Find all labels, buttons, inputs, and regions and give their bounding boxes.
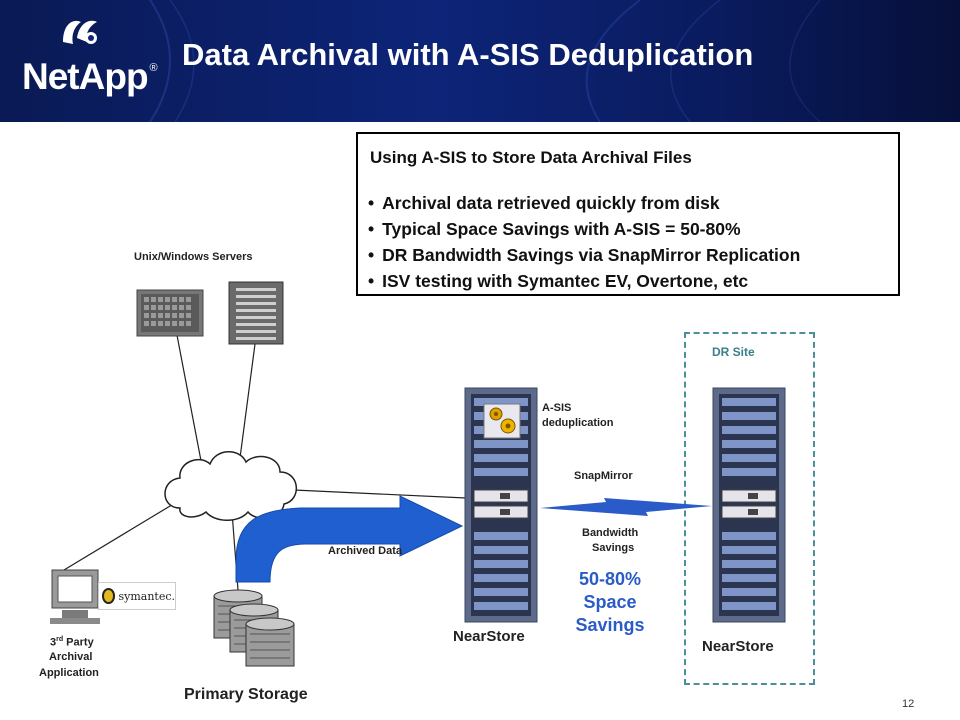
third-party-line1: 3rd Party: [50, 636, 94, 649]
archived-data-label: Archived Data: [328, 545, 402, 557]
page-number: 12: [902, 698, 915, 710]
list-item: •ISV testing with Symantec EV, Overtone,…: [368, 271, 749, 291]
server1-to-cloud-line: [175, 329, 203, 467]
snapmirror-lightning-icon: [540, 498, 712, 516]
bandwidth-label-line1: Bandwidth: [582, 527, 639, 539]
asis-label-line2: deduplication: [542, 417, 614, 429]
primary-storage-disks-icon: [213, 589, 295, 667]
gear-icon: [483, 403, 521, 439]
symantec-logo-mark-icon: [102, 588, 116, 604]
header-banner: NetApp® Data Archival with A-SIS Dedupli…: [0, 0, 960, 122]
dr-site-label: DR Site: [712, 345, 755, 359]
callout-heading: Using A-SIS to Store Data Archival Files: [370, 148, 692, 167]
savings-line3: Savings: [575, 615, 645, 635]
computer-monitor-icon: [50, 569, 100, 624]
dr-site-boundary: [684, 332, 815, 685]
nearstore-dr-label: NearStore: [702, 638, 774, 655]
callout-box: Using A-SIS to Store Data Archival Files…: [356, 132, 900, 296]
list-item: •Archival data retrieved quickly from di…: [368, 193, 720, 213]
callout-bullet-list: •Archival data retrieved quickly from di…: [368, 190, 888, 294]
netapp-logo: NetApp®: [22, 56, 158, 97]
primary-storage-label: Primary Storage: [184, 686, 308, 703]
savings-line2: Space: [583, 592, 637, 612]
third-party-line2: Archival: [49, 651, 93, 663]
snapmirror-label: SnapMirror: [574, 470, 633, 482]
network-cloud-icon: [164, 451, 298, 521]
servers-label: Unix/Windows Servers: [134, 251, 253, 263]
server-tower-icon: [228, 281, 284, 345]
cloud-to-nearstore-line: [293, 489, 467, 499]
list-item: •DR Bandwidth Savings via SnapMirror Rep…: [368, 245, 801, 265]
bandwidth-label-line2: Savings: [592, 542, 635, 554]
server2-to-cloud-line: [239, 343, 256, 459]
third-party-line3: Application: [39, 667, 99, 679]
netapp-logo-mark-icon: [63, 20, 97, 44]
nearstore-primary-label: NearStore: [453, 628, 525, 645]
list-item: •Typical Space Savings with A-SIS = 50-8…: [368, 219, 741, 239]
header-decoration: [149, 0, 821, 122]
symantec-logo: symantec.: [98, 582, 176, 610]
server-wide-icon: [136, 289, 204, 337]
cloud-to-archival-app-line: [63, 499, 181, 571]
nearstore-dr-device-icon: [712, 387, 786, 623]
asis-label-line1: A-SIS: [542, 402, 572, 414]
space-savings-callout: 50-80% Space Savings: [560, 568, 660, 637]
slide-title: Data Archival with A-SIS Deduplication: [182, 37, 754, 72]
archived-data-arrow-icon: [235, 495, 464, 583]
savings-percent: 50-80%: [578, 569, 642, 589]
